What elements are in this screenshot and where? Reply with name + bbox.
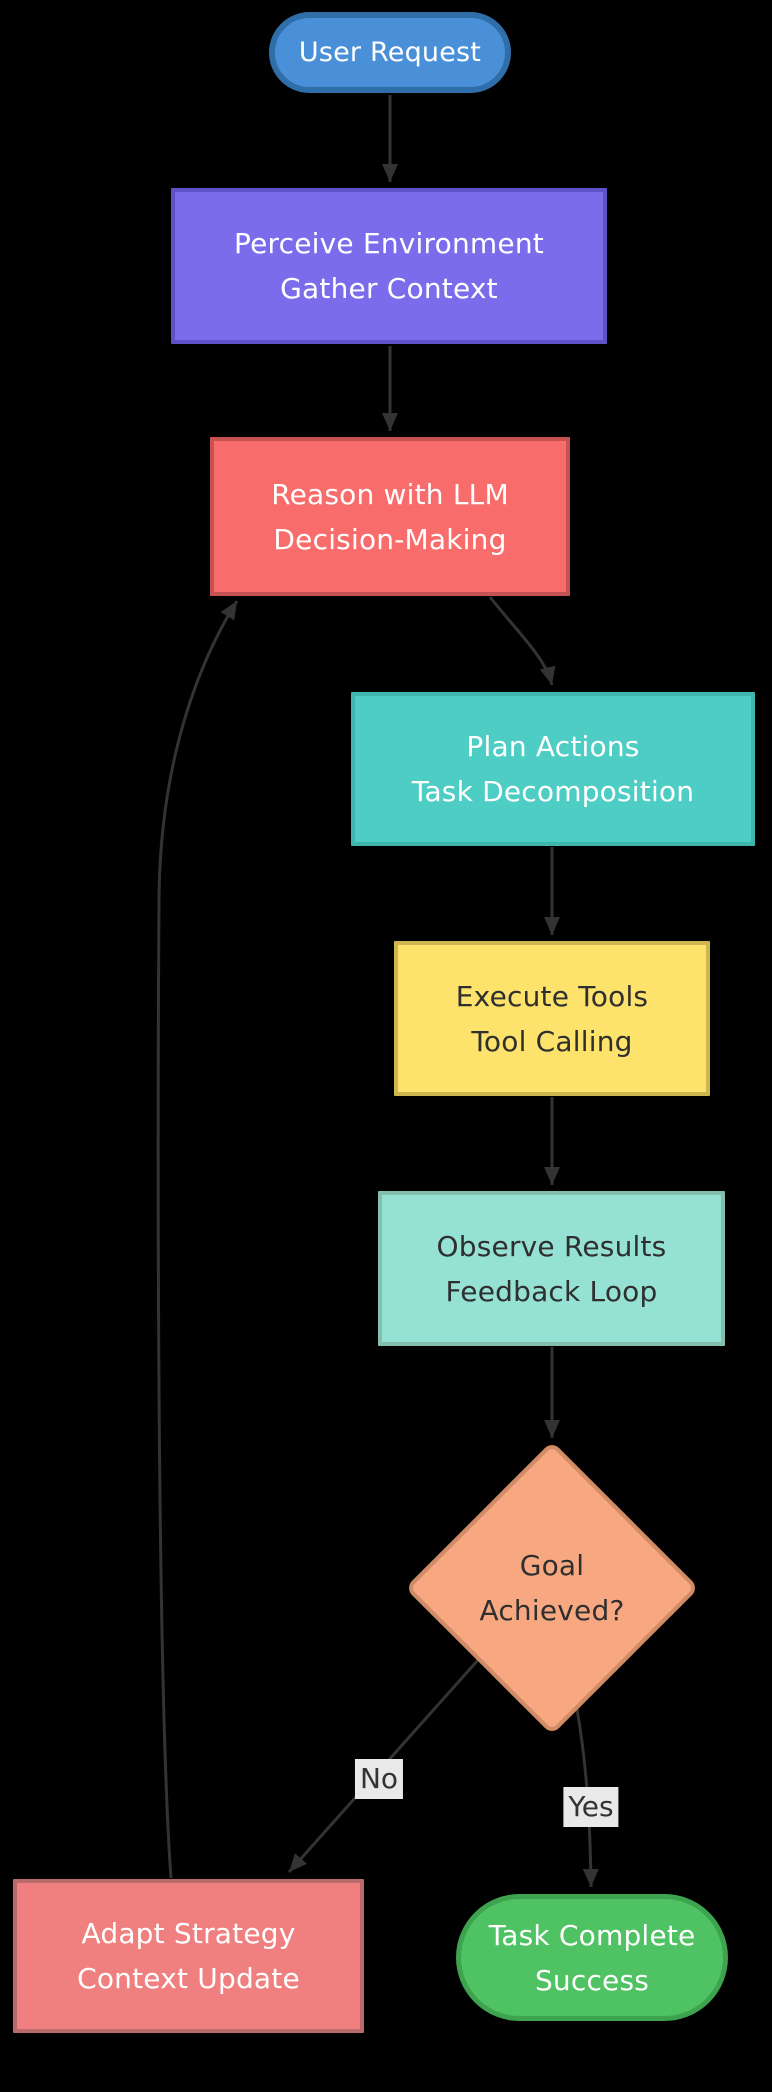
edge-reason-to-plan <box>488 596 556 686</box>
node-reason-with-llm-label: Reason with LLM Decision-Making <box>271 477 509 556</box>
node-task-complete: Task Complete Success <box>456 1894 728 2021</box>
node-execute-tools-label: Execute Tools Tool Calling <box>455 979 649 1058</box>
node-user-request-label: User Request <box>298 37 482 68</box>
node-goal-achieved-label: Goal Achieved? <box>479 1549 625 1627</box>
node-perceive-environment-label: Perceive Environment Gather Context <box>234 227 544 305</box>
node-user-request: User Request <box>269 12 511 93</box>
node-reason-with-llm: Reason with LLM Decision-Making <box>210 437 570 596</box>
node-observe-results-label: Observe Results Feedback Loop <box>436 1229 667 1308</box>
node-plan-actions-label: Plan Actions Task Decomposition <box>411 730 695 808</box>
node-plan-actions: Plan Actions Task Decomposition <box>351 692 755 846</box>
edge-label-no: No <box>354 1759 404 1799</box>
edge-goal-yes-to-complete <box>575 1708 599 1888</box>
node-adapt-strategy: Adapt Strategy Context Update <box>13 1879 364 2033</box>
edge-adapt-loop-to-reason <box>156 600 239 1879</box>
node-execute-tools: Execute Tools Tool Calling <box>394 941 710 1096</box>
node-task-complete-label: Task Complete Success <box>488 1918 696 1997</box>
node-perceive-environment: Perceive Environment Gather Context <box>171 188 607 344</box>
edge-label-yes: Yes <box>563 1787 619 1827</box>
node-observe-results: Observe Results Feedback Loop <box>378 1191 725 1346</box>
node-adapt-strategy-label: Adapt Strategy Context Update <box>77 1917 300 1995</box>
